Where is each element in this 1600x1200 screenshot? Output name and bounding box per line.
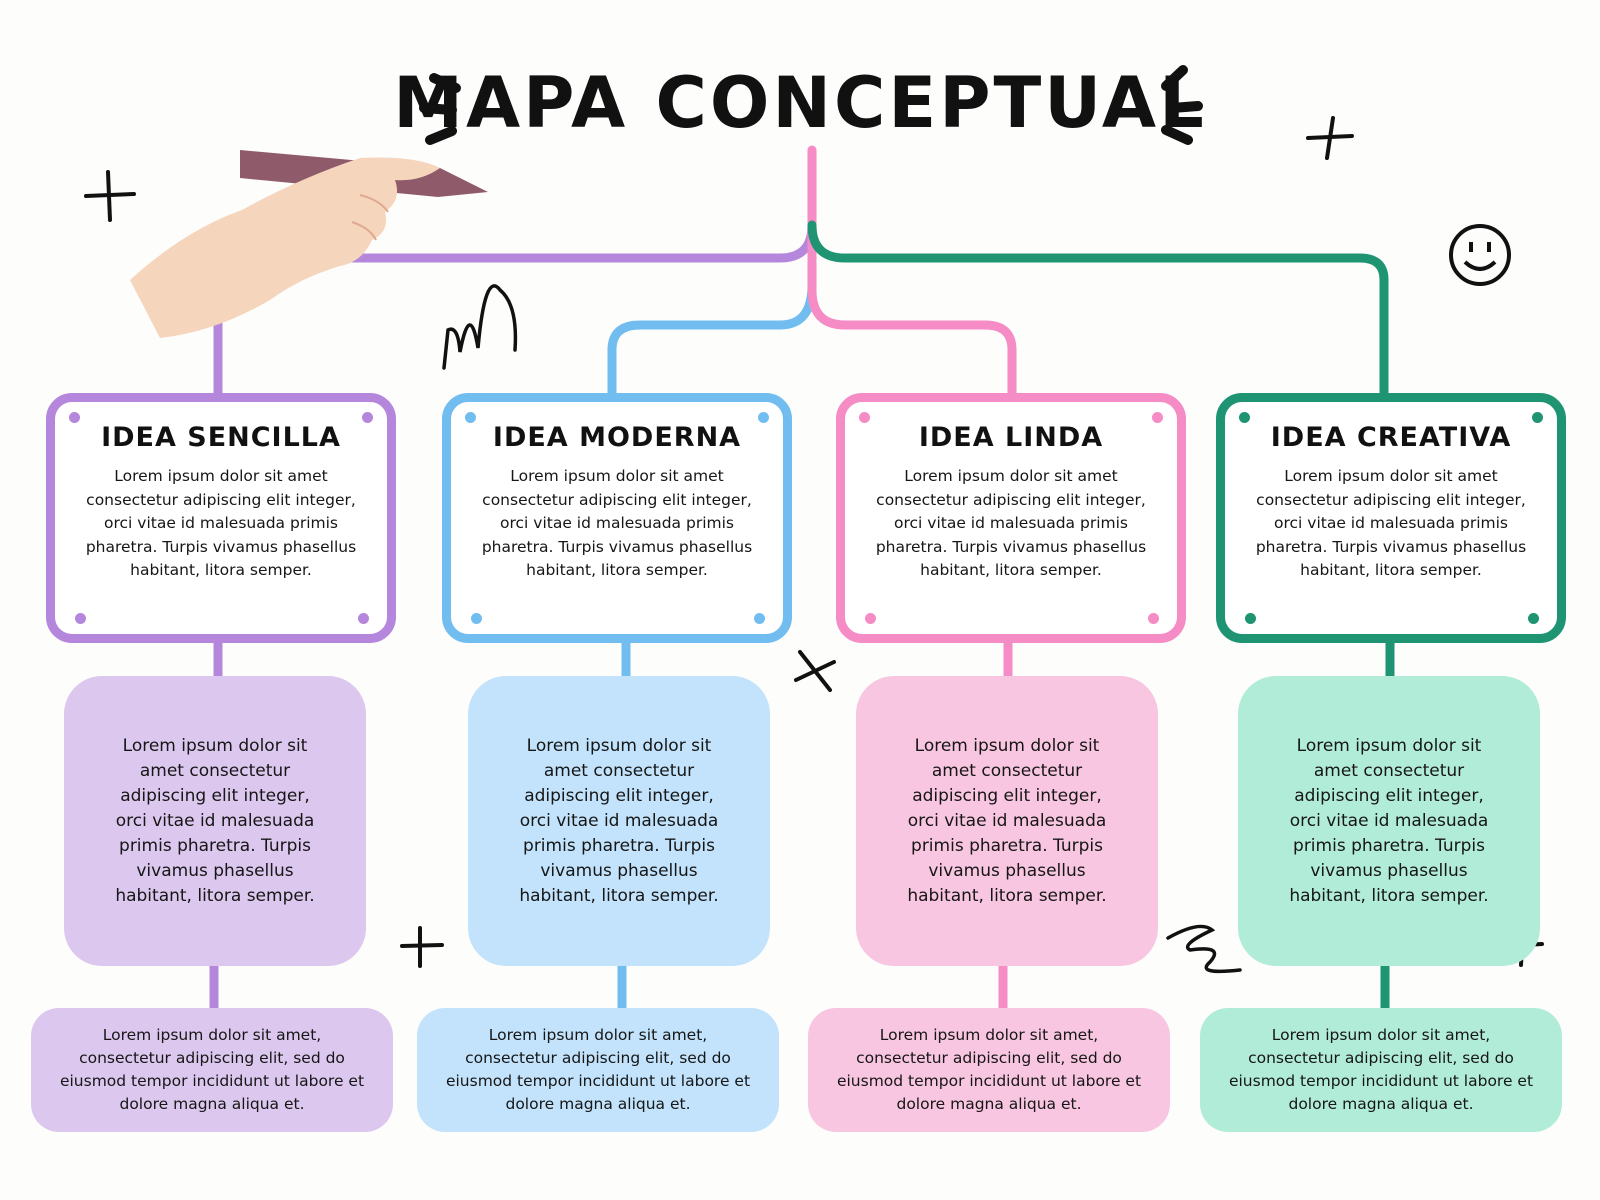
pin-icon	[69, 412, 80, 423]
idea-card-creativa: IDEA CREATIVA Lorem ipsum dolor sit amet…	[1216, 393, 1566, 643]
detail-text: Lorem ipsum dolor sit amet consectetur a…	[519, 735, 719, 906]
connector-green-mid	[1380, 635, 1395, 1015]
pin-icon	[75, 613, 86, 624]
squiggle-icon	[442, 284, 1242, 974]
connector-pink-mid	[998, 635, 1013, 1015]
footer-text: Lorem ipsum dolor sit amet, consectetur …	[445, 1026, 751, 1113]
footer-note-linda: Lorem ipsum dolor sit amet, consectetur …	[808, 1008, 1170, 1132]
smiley-face-icon	[1449, 224, 1511, 286]
pin-icon	[758, 412, 769, 423]
footer-text: Lorem ipsum dolor sit amet, consectetur …	[59, 1026, 365, 1113]
idea-text: Lorem ipsum dolor sit amet consectetur a…	[1255, 467, 1527, 579]
connector-pink	[807, 145, 1017, 400]
detail-text: Lorem ipsum dolor sit amet consectetur a…	[1289, 735, 1489, 906]
idea-heading: IDEA CREATIVA	[1270, 422, 1512, 453]
footer-text: Lorem ipsum dolor sit amet, consectetur …	[836, 1026, 1142, 1113]
detail-text: Lorem ipsum dolor sit amet consectetur a…	[115, 735, 315, 906]
hand-with-marker-icon	[130, 150, 488, 338]
pin-icon	[859, 412, 870, 423]
connector-green	[807, 220, 1389, 400]
idea-heading: IDEA SENCILLA	[101, 422, 341, 453]
idea-heading: IDEA LINDA	[918, 422, 1104, 453]
idea-text: Lorem ipsum dolor sit amet consectetur a…	[481, 467, 753, 579]
idea-card-moderna: IDEA MODERNA Lorem ipsum dolor sit amet …	[442, 393, 792, 643]
idea-text: Lorem ipsum dolor sit amet consectetur a…	[875, 467, 1147, 579]
footer-note-sencilla: Lorem ipsum dolor sit amet, consectetur …	[31, 1008, 393, 1132]
footer-note-moderna: Lorem ipsum dolor sit amet, consectetur …	[417, 1008, 779, 1132]
pin-icon	[1239, 412, 1250, 423]
page-title: MAPA CONCEPTUAL	[393, 62, 1207, 144]
pin-icon	[1528, 613, 1539, 624]
detail-box-sencilla: Lorem ipsum dolor sit amet consectetur a…	[64, 676, 366, 966]
idea-card-linda: IDEA LINDA Lorem ipsum dolor sit amet co…	[836, 393, 1186, 643]
footer-note-creativa: Lorem ipsum dolor sit amet, consectetur …	[1200, 1008, 1562, 1132]
detail-box-creativa: Lorem ipsum dolor sit amet consectetur a…	[1238, 676, 1540, 966]
pin-icon	[1532, 412, 1543, 423]
pin-icon	[1152, 412, 1163, 423]
connector-blue	[607, 280, 817, 400]
pin-icon	[362, 412, 373, 423]
idea-heading: IDEA MODERNA	[492, 422, 742, 453]
pin-icon	[358, 613, 369, 624]
footer-text: Lorem ipsum dolor sit amet, consectetur …	[1228, 1026, 1534, 1113]
connector-purple-mid	[209, 635, 223, 1015]
connector-blue-mid	[617, 635, 631, 1015]
pin-icon	[1245, 613, 1256, 624]
detail-text: Lorem ipsum dolor sit amet consectetur a…	[907, 735, 1107, 906]
detail-box-linda: Lorem ipsum dolor sit amet consectetur a…	[856, 676, 1158, 966]
pin-icon	[465, 412, 476, 423]
idea-text: Lorem ipsum dolor sit amet consectetur a…	[85, 467, 357, 579]
pin-icon	[865, 613, 876, 624]
pin-icon	[471, 613, 482, 624]
detail-box-moderna: Lorem ipsum dolor sit amet consectetur a…	[468, 676, 770, 966]
dash-marks-icon	[419, 65, 1203, 145]
idea-card-sencilla: IDEA SENCILLA Lorem ipsum dolor sit amet…	[46, 393, 396, 643]
pin-icon	[1148, 613, 1159, 624]
pin-icon	[754, 613, 765, 624]
